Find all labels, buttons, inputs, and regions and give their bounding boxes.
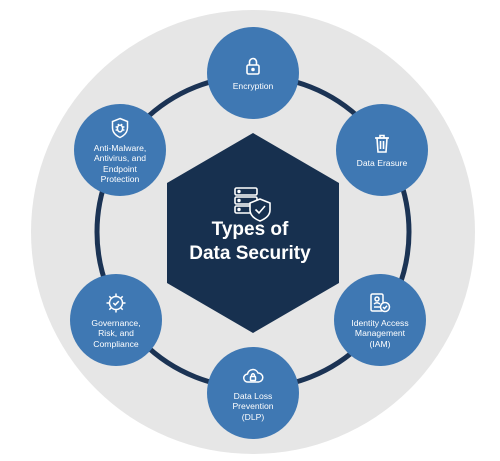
node-label: Data Loss Prevention (DLP) xyxy=(232,390,274,422)
center-title: Types of Data Security xyxy=(189,219,311,264)
node-data-loss-prevention[interactable]: Data Loss Prevention (DLP) xyxy=(207,347,299,439)
node-anti-malware[interactable]: Anti-Malware, Antivirus, and Endpoint Pr… xyxy=(74,104,166,196)
node-label: Data Erasure xyxy=(356,158,408,169)
trash-icon xyxy=(375,134,389,154)
id-card-check-icon xyxy=(370,293,391,312)
node-identity-access-management[interactable]: Identity Access Management (IAM) xyxy=(334,274,426,366)
cloud-lock-icon xyxy=(243,368,264,383)
lock-icon xyxy=(246,57,260,76)
node-label: Governance, Risk, and Compliance xyxy=(91,317,141,349)
node-data-erasure[interactable]: Data Erasure xyxy=(336,104,428,196)
node-label: Anti-Malware, Antivirus, and Endpoint Pr… xyxy=(93,142,147,185)
shield-bug-icon xyxy=(111,117,129,138)
node-label: Encryption xyxy=(232,81,274,92)
server-shield-icon xyxy=(234,187,271,222)
node-encryption[interactable]: Encryption xyxy=(207,27,299,119)
node-label: Identity Access Management (IAM) xyxy=(351,317,409,349)
node-governance-risk-compliance[interactable]: Governance, Risk, and Compliance xyxy=(70,274,162,366)
center-hexagon xyxy=(167,133,339,333)
gear-check-icon xyxy=(106,293,126,313)
